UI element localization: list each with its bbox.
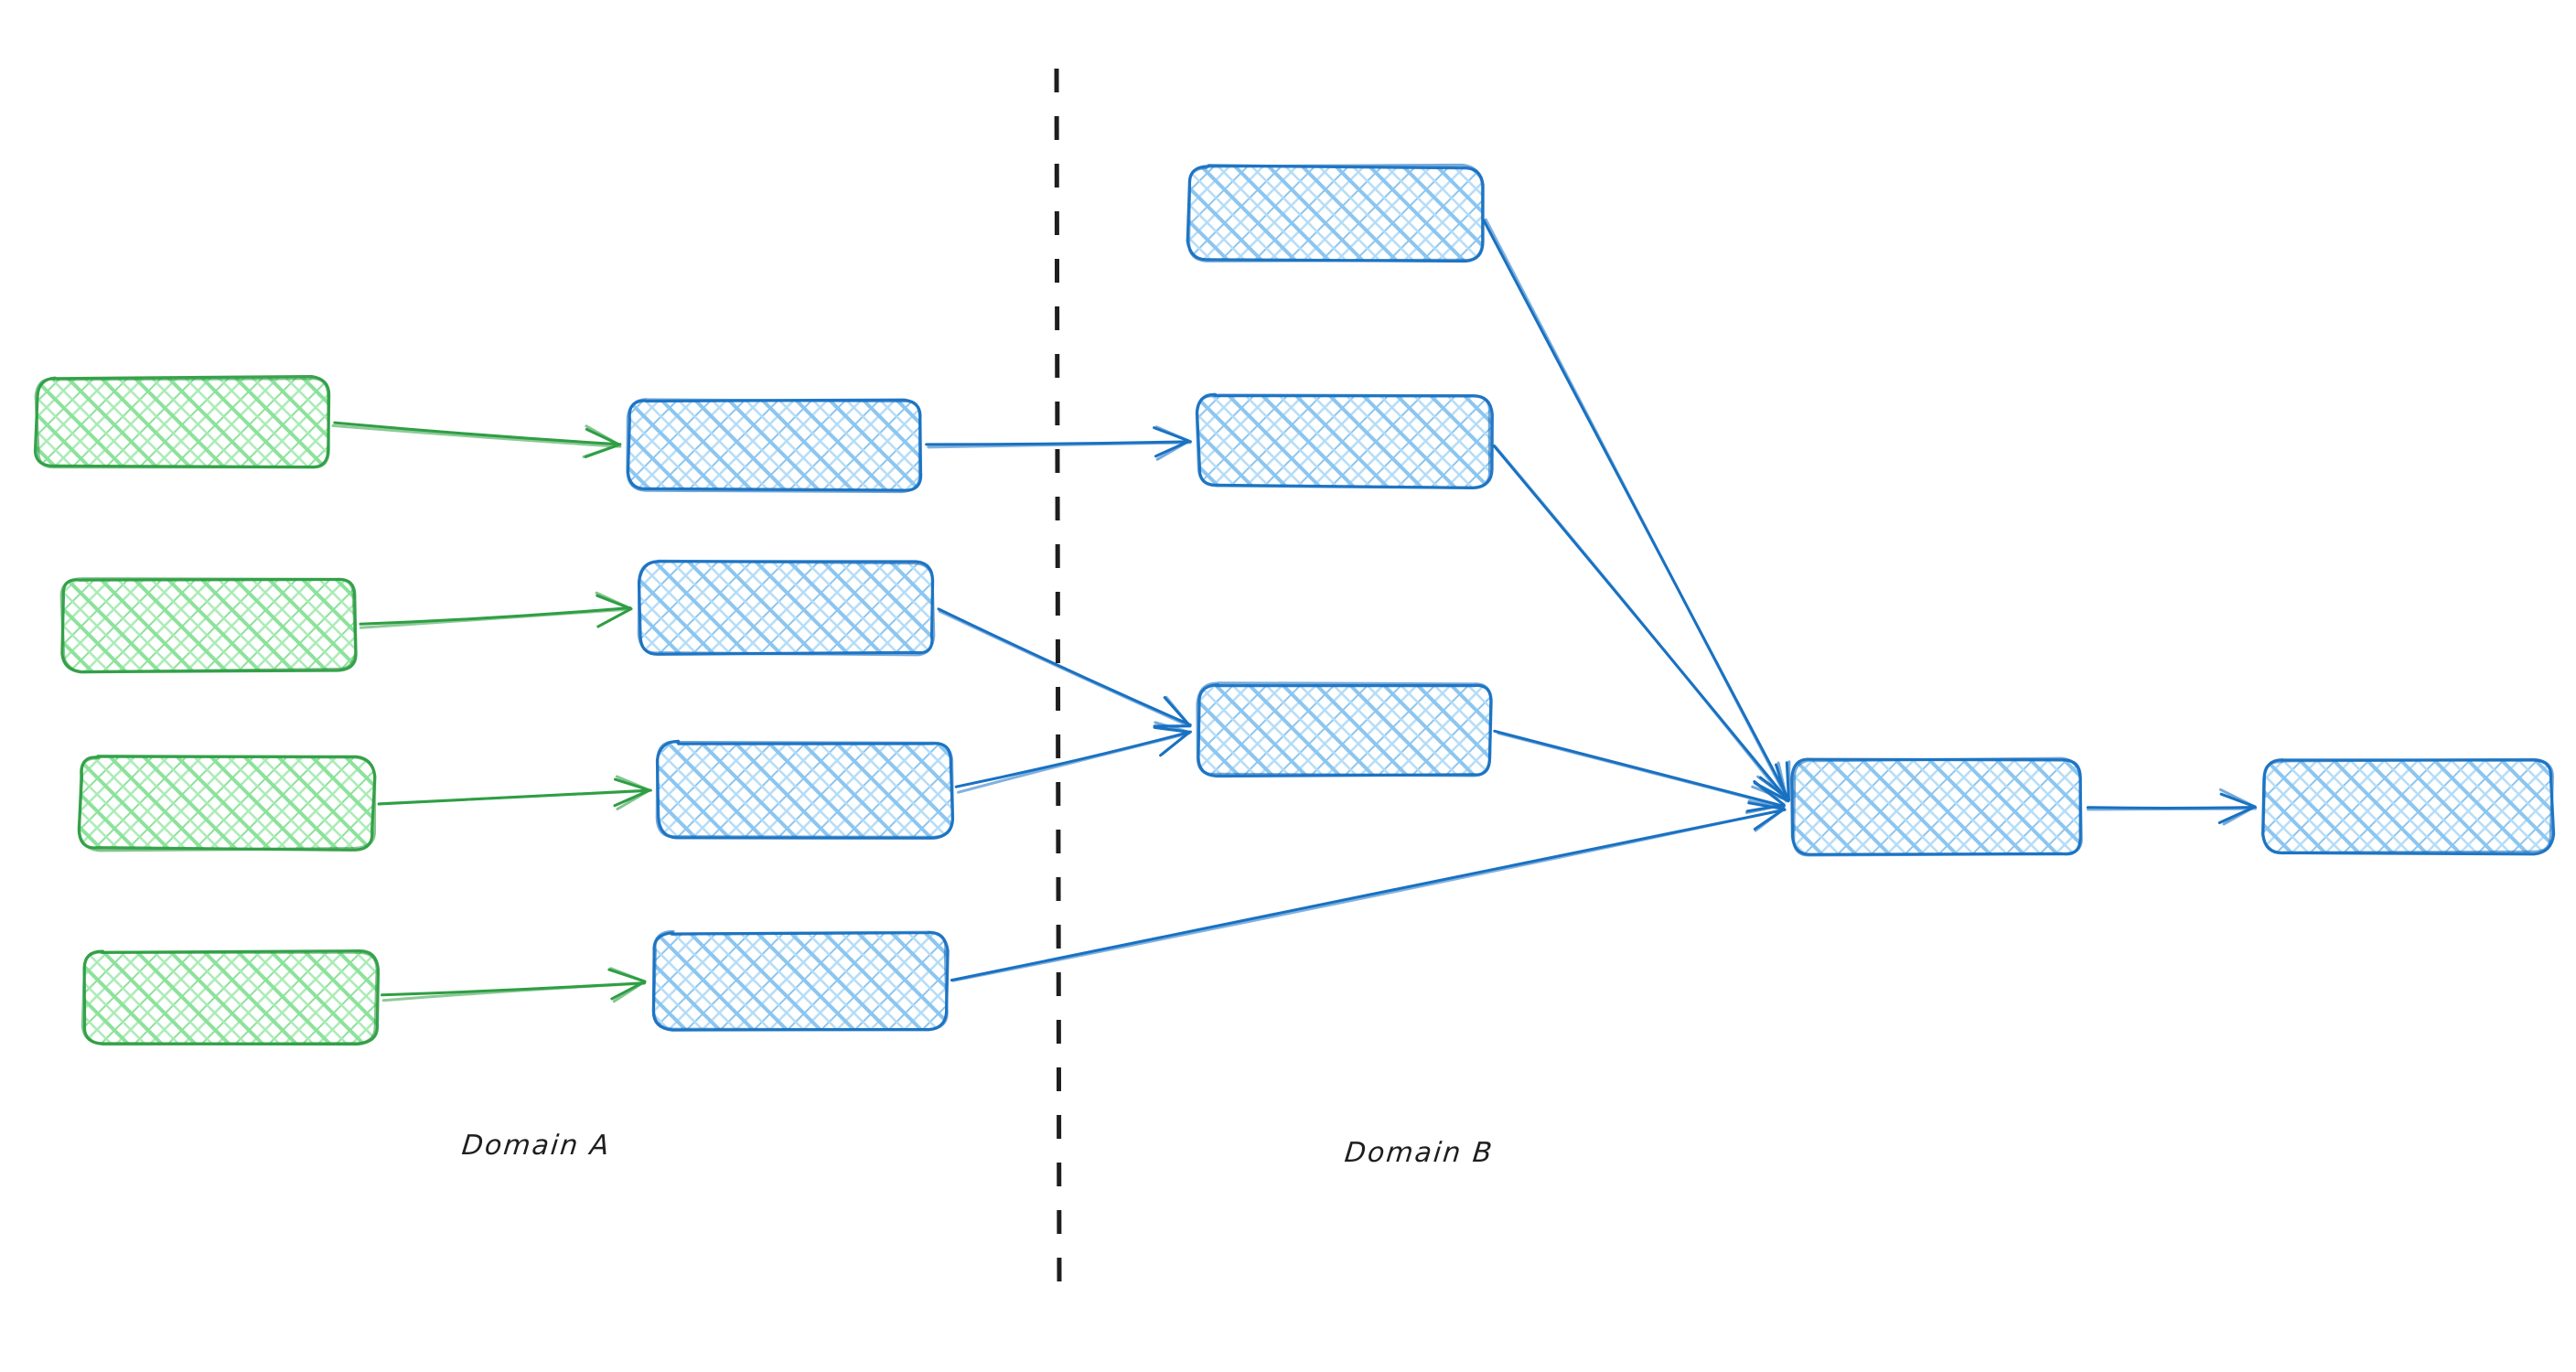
node-a-proc-4[interactable] [651,929,950,1032]
edge-arrowhead [1744,781,1786,814]
node-fill [84,951,377,1043]
edge-line [954,730,1192,788]
node-outline [2261,757,2554,854]
edge-line [381,981,646,1002]
edge-layer [331,218,2257,1003]
edge-e2[interactable] [359,591,633,629]
edge-e9[interactable] [1482,218,1791,803]
edge-e7[interactable] [954,721,1192,794]
edge-e8[interactable] [950,799,1787,982]
edge-arrowhead [595,591,633,627]
edge-arrowhead [1747,799,1786,832]
edge-line [378,789,651,806]
node-fill [1189,166,1482,261]
domain-divider-line [1054,68,1062,1286]
edge-e1[interactable] [331,421,622,458]
node-outline [78,754,377,852]
node-fill [80,757,373,849]
edge-line [927,441,1192,449]
node-fill [659,743,951,837]
edge-line [1493,445,1788,803]
edge-arrowhead [1154,425,1191,461]
label-domain-a: Domain A [460,1130,613,1162]
node-b-merge[interactable] [1790,756,2083,857]
edge-arrowhead [1756,760,1791,801]
node-a-proc-1[interactable] [626,398,923,494]
node-outline [626,398,922,494]
node-outline [655,740,955,839]
node-fill [640,563,933,654]
node-outline [651,929,949,1032]
node-b-node-1[interactable] [1186,163,1485,263]
node-a-src-1[interactable] [33,375,331,469]
node-outline [1186,163,1485,263]
node-layer [33,163,2556,1046]
edge-arrowhead [2218,788,2257,826]
edge-line [359,606,632,626]
node-a-src-3[interactable] [77,754,377,852]
node-outline [1196,681,1493,777]
node-fill [62,579,355,670]
node-fill [1198,684,1491,776]
node-outline [637,559,936,657]
node-b-node-2[interactable] [1195,392,1494,489]
edge-line [938,609,1190,728]
edge-line [333,421,622,446]
node-fill [628,401,921,490]
edge-line [331,423,622,448]
edge-line [937,607,1192,726]
edge-e12[interactable] [2086,788,2257,826]
node-fill [1198,395,1491,487]
node-a-src-2[interactable] [59,577,358,674]
edge-arrowhead [1154,721,1191,756]
node-outline [59,577,358,674]
node-fill [37,378,329,467]
node-b-output[interactable] [2261,757,2556,856]
edge-line [1497,732,1786,809]
edge-e4[interactable] [381,967,647,1003]
edge-e10[interactable] [1492,445,1790,803]
edge-e5[interactable] [925,425,1192,461]
edge-e3[interactable] [377,775,652,810]
edge-line [957,732,1191,794]
edge-line [1484,218,1790,803]
node-fill [1793,759,2081,855]
edge-e6[interactable] [937,607,1192,728]
divider-layer [1054,68,1062,1286]
edge-e11[interactable] [1493,729,1786,814]
edge-line [359,607,632,629]
node-b-node-3[interactable] [1196,681,1493,778]
edge-arrowhead [609,967,647,1003]
node-fill [2264,761,2552,852]
edge-arrowhead [615,775,651,810]
edge-arrowhead [582,424,621,458]
node-outline [1195,393,1492,489]
node-a-src-4[interactable] [80,949,381,1046]
node-fill [654,933,947,1029]
node-a-proc-3[interactable] [655,739,955,840]
node-outline [80,950,379,1046]
node-outline [34,377,330,469]
edge-line [951,809,1785,982]
label-domain-b: Domain B [1343,1137,1496,1169]
node-a-proc-2[interactable] [637,559,936,657]
node-outline [1792,756,2083,857]
